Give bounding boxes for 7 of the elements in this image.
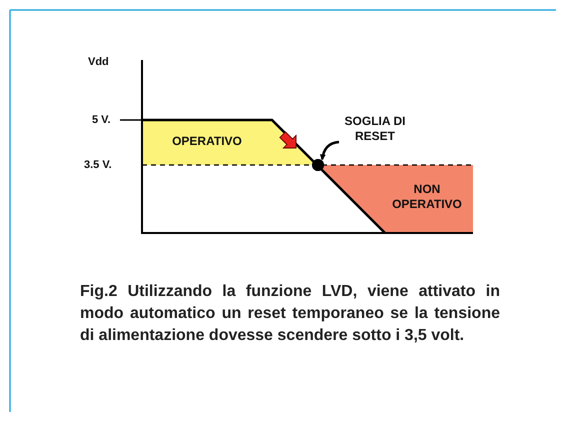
region-label: NON OPERATIVO xyxy=(391,182,463,212)
tick-label: 5 V. xyxy=(92,114,111,126)
tick-label: 3.5 V. xyxy=(84,159,112,171)
region-label: OPERATIVO xyxy=(171,134,243,149)
annotation-text: SOGLIA DI RESET xyxy=(344,114,406,144)
axis-label: Vdd xyxy=(88,56,109,68)
caption: Fig.2 Utilizzando la funzione LVD, viene attivato in modo automatico un reset temporaneo se la tensione di alimentazione dovesse scendere sotto i 3,5 volt. xyxy=(80,282,500,346)
